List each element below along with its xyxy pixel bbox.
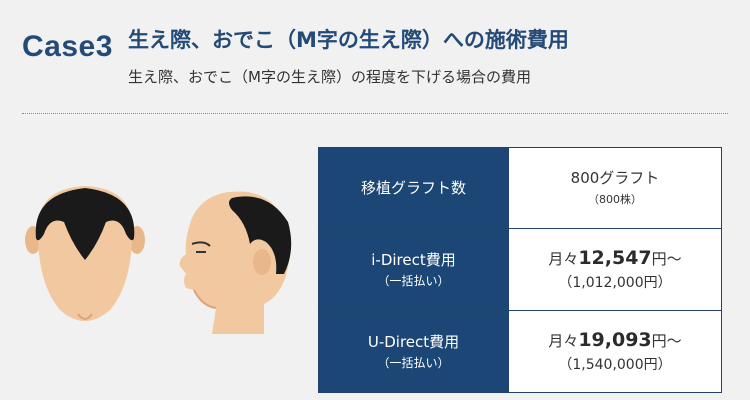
page-subtitle: 生え際、おでこ（M字の生え際）の程度を下げる場合の費用: [128, 68, 531, 86]
u-direct-price: 月々19,093円～ （1,540,000円）: [508, 310, 722, 393]
u-direct-header: U-Direct費用 （一括払い）: [318, 310, 509, 393]
case-label: Case3: [22, 30, 113, 63]
table-row: 移植グラフト数 800グラフト （800株）: [318, 147, 722, 229]
i-direct-price: 月々12,547円～ （1,012,000円）: [508, 228, 722, 311]
head-side-profile-illustration: [179, 191, 292, 334]
page-title: 生え際、おでこ（M字の生え際）への施術費用: [128, 28, 569, 52]
head-top-view-illustration: [25, 186, 145, 321]
table-row: i-Direct費用 （一括払い） 月々12,547円～ （1,012,000円…: [318, 228, 722, 311]
dotted-divider: [22, 113, 728, 114]
i-direct-header: i-Direct費用 （一括払い）: [318, 228, 509, 311]
cost-table: 移植グラフト数 800グラフト （800株） i-Direct費用 （一括払い）…: [318, 147, 722, 393]
graft-count-header: 移植グラフト数: [318, 147, 509, 229]
graft-count-value: 800グラフト （800株）: [508, 147, 722, 229]
table-row: U-Direct費用 （一括払い） 月々19,093円～ （1,540,000円…: [318, 310, 722, 393]
